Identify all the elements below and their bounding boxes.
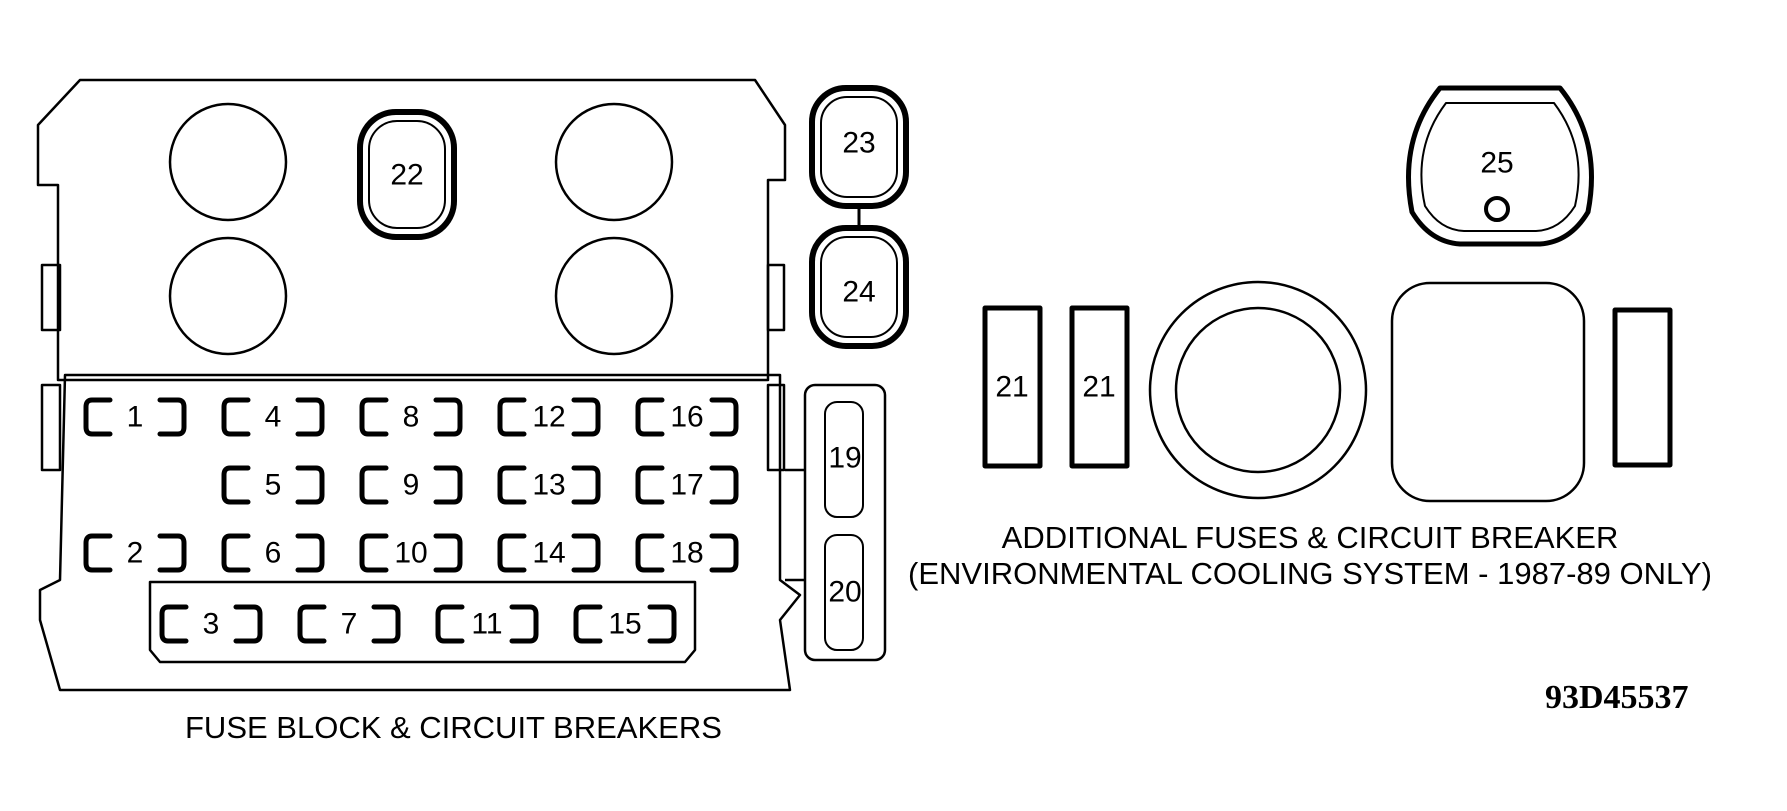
fuse-label-18: 18 <box>670 537 703 570</box>
fuse-numbers: 1 4 8 12 16 5 9 13 17 2 6 10 14 18 3 7 1… <box>127 127 1514 641</box>
fuse-slots <box>83 397 739 644</box>
fuse-label-12: 12 <box>532 401 565 434</box>
fuse-slot-3 <box>159 604 263 644</box>
fuse-slot-11 <box>435 604 539 644</box>
fuse-label-2: 2 <box>127 537 144 570</box>
breaker-25 <box>1406 85 1594 247</box>
breaker-label-22: 22 <box>390 159 423 192</box>
fuse-label-6: 6 <box>265 537 282 570</box>
fuse-label-5: 5 <box>265 469 282 502</box>
breaker-label-23: 23 <box>842 127 875 160</box>
fuse-slot-4 <box>221 397 325 437</box>
breaker-label-25: 25 <box>1480 147 1513 180</box>
fuse-slot-7 <box>297 604 401 644</box>
relay-socket <box>168 236 288 356</box>
fuse-slot-14 <box>497 533 601 573</box>
fuse-21-a <box>982 305 1043 469</box>
square-socket <box>1390 281 1586 503</box>
fuse-slot-6 <box>221 533 325 573</box>
fuse-slot-15 <box>573 604 677 644</box>
fuse-label-10: 10 <box>394 537 427 570</box>
fuse-slot-17 <box>635 465 739 505</box>
fuse-block-body <box>36 78 887 692</box>
breaker-label-24: 24 <box>842 276 875 309</box>
fuse-slot-9 <box>359 465 463 505</box>
breaker-22 <box>357 109 457 240</box>
additional-caption-line1: ADDITIONAL FUSES & CIRCUIT BREAKER <box>1002 520 1619 555</box>
fuse-label-3: 3 <box>203 608 220 641</box>
fuse-slot-10 <box>359 533 463 573</box>
fuse-label-1: 1 <box>127 401 144 434</box>
fuse-slot-12 <box>497 397 601 437</box>
fuse-slot-13 <box>497 465 601 505</box>
breaker-terminal <box>1484 196 1510 222</box>
fuse-label-15: 15 <box>608 608 641 641</box>
fuse-label-14: 14 <box>532 537 565 570</box>
relay-socket <box>168 102 288 222</box>
relay-socket <box>554 102 674 222</box>
fuse-slot-2 <box>83 533 187 573</box>
fuse-slot-5 <box>221 465 325 505</box>
spare-socket <box>1612 307 1673 468</box>
fuse-label-8: 8 <box>403 401 420 434</box>
fuse-label-21a: 21 <box>995 371 1028 404</box>
fuse-slot-8 <box>359 397 463 437</box>
fuse-slot-18 <box>635 533 739 573</box>
fuse-label-19: 19 <box>828 442 861 475</box>
figure-code: 93D45537 <box>1545 679 1689 716</box>
fuse-label-7: 7 <box>341 608 358 641</box>
fuse-21-b <box>1069 305 1130 469</box>
fuse-label-11: 11 <box>471 608 502 641</box>
fuse-slot-16 <box>635 397 739 437</box>
fuse-block-caption: FUSE BLOCK & CIRCUIT BREAKERS <box>185 710 722 745</box>
fuse-label-17: 17 <box>670 469 703 502</box>
fuse-label-20: 20 <box>828 576 861 609</box>
fuse-label-16: 16 <box>670 401 703 434</box>
fuse-label-4: 4 <box>265 401 282 434</box>
relay-socket <box>554 236 674 356</box>
fuse-slot-1 <box>83 397 187 437</box>
round-socket <box>1148 280 1368 500</box>
fuse-label-21b: 21 <box>1082 371 1115 404</box>
fuse-label-9: 9 <box>403 469 420 502</box>
additional-caption-line2: (ENVIRONMENTAL COOLING SYSTEM - 1987-89 … <box>908 556 1712 591</box>
fuse-label-13: 13 <box>532 469 565 502</box>
